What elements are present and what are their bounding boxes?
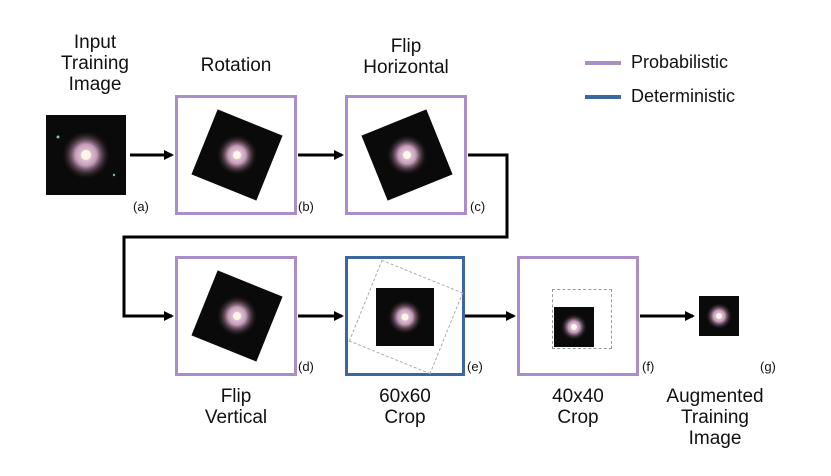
legend-probabilistic: Probabilistic [585, 52, 728, 73]
input-label: Input Training Image [61, 32, 129, 95]
tag-g: (g) [760, 359, 776, 374]
legend-swatch-deterministic [585, 94, 621, 99]
augmented-galaxy-image [699, 296, 739, 336]
flip-horizontal-galaxy-image [361, 109, 453, 201]
flip-horizontal-box [345, 95, 467, 215]
crop-40-box [517, 256, 639, 376]
flip-vertical-box [175, 256, 297, 376]
crop-40-dashed-outline [552, 289, 612, 349]
tag-a: (a) [133, 199, 149, 214]
legend-deterministic: Deterministic [585, 86, 735, 107]
legend-swatch-probabilistic [585, 60, 621, 65]
crop-40-label: 40x40 Crop [552, 386, 604, 428]
tag-f: (f) [642, 359, 655, 374]
arrow-c-d [122, 153, 509, 321]
crop-60-label: 60x60 Crop [379, 386, 431, 428]
augmented-label: Augmented Training Image [666, 386, 764, 449]
legend-label-probabilistic: Probabilistic [631, 52, 729, 72]
flip-vertical-label: Flip Vertical [204, 386, 268, 428]
flip-horizontal-label: Flip Horizontal [363, 36, 449, 78]
flip-vertical-galaxy-image [191, 270, 283, 362]
tag-e: (e) [467, 359, 483, 374]
tag-d: (d) [298, 359, 314, 374]
input-galaxy-image [46, 115, 126, 195]
crop-40-galaxy-image [554, 307, 594, 347]
crop-60-box [345, 256, 465, 376]
tag-b: (b) [298, 199, 314, 214]
rotation-label: Rotation [200, 55, 272, 76]
rotation-box [175, 95, 297, 215]
tag-c: (c) [470, 199, 486, 214]
legend-label-deterministic: Deterministic [631, 86, 736, 106]
rotation-galaxy-image [191, 109, 283, 201]
crop-60-galaxy-image [376, 288, 434, 346]
